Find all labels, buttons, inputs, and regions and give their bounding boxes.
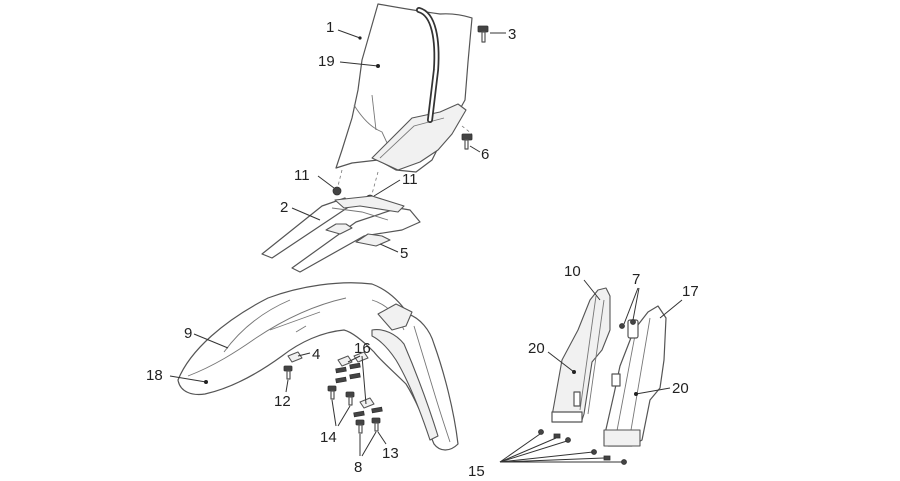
callout-10: 10 (564, 263, 581, 280)
windshield-bracket (371, 103, 467, 171)
fork-guard-left (551, 287, 611, 423)
callout-8: 8 (354, 459, 362, 476)
callout-1: 1 (326, 19, 334, 36)
callout-20-left: 20 (528, 340, 545, 357)
nut-11-left (332, 169, 343, 196)
callout-17: 17 (682, 283, 699, 300)
callout-12: 12 (274, 393, 291, 410)
callout-4: 4 (312, 346, 320, 363)
screw-8a (355, 419, 365, 434)
mounting-brackets (261, 195, 421, 273)
callout-2: 2 (280, 199, 288, 216)
fender-hardware (283, 351, 383, 434)
screw-6 (461, 125, 473, 150)
bracket-right (291, 207, 421, 273)
clip-16b (353, 351, 369, 363)
callout-13: 13 (382, 445, 399, 462)
callout-18: 18 (146, 367, 163, 384)
callout-19: 19 (318, 53, 335, 70)
callout-5: 5 (400, 245, 408, 262)
fender-body (177, 282, 459, 451)
screw-12 (283, 365, 293, 380)
screw-14b (345, 391, 355, 406)
screw-14a (327, 385, 337, 400)
fork-guard-10 (551, 287, 611, 423)
callout-9: 9 (184, 325, 192, 342)
callout-11-right: 11 (402, 171, 418, 188)
callout-3: 3 (508, 26, 516, 43)
clip-16a (337, 355, 353, 367)
callout-15: 15 (468, 463, 485, 480)
callout-6: 6 (481, 146, 489, 163)
callout-11-left: 11 (294, 167, 310, 184)
front-fender (177, 282, 459, 451)
callout-7: 7 (632, 271, 640, 288)
leader-lines (169, 29, 683, 463)
bolts-15 (538, 429, 627, 465)
fork-guard-right (603, 305, 667, 447)
bolts-7 (619, 319, 636, 329)
screw-13 (371, 417, 381, 432)
screw-3 (477, 25, 489, 43)
windshield-assembly (335, 3, 473, 173)
clip-5 (355, 233, 391, 247)
callout-labels: 1 19 3 6 11 11 2 5 9 18 4 12 16 14 8 13 … (146, 19, 699, 480)
callout-14: 14 (320, 429, 337, 446)
callout-16: 16 (354, 340, 371, 357)
callout-20-right: 20 (672, 380, 689, 397)
clip-4 (287, 351, 303, 363)
clip-16c (359, 397, 375, 409)
